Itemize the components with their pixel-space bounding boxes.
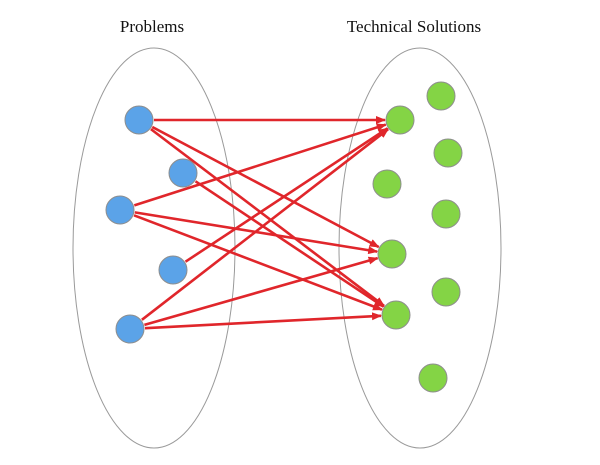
problem-node-p2 — [168, 158, 198, 188]
solution-node-s6 — [381, 300, 411, 330]
problem-node-p1 — [124, 105, 154, 135]
solution-node-s5 — [372, 169, 402, 199]
edge-p2-to-s6 — [194, 180, 385, 308]
problem-node-p4 — [158, 255, 188, 285]
technical-solutions-label: Technical Solutions — [347, 17, 481, 36]
problem-node-p5 — [115, 314, 145, 344]
edge-p4-to-s1 — [184, 127, 389, 263]
edge-p3-to-s6 — [133, 214, 383, 311]
solution-node-s1 — [385, 105, 415, 135]
edge-p1-to-s6 — [150, 128, 385, 307]
solution-node-s4 — [377, 239, 407, 269]
solution-node-s2 — [426, 81, 456, 111]
solution-node-s9 — [418, 363, 448, 393]
edge-p5-to-s6 — [144, 312, 382, 330]
problems-label: Problems — [120, 17, 184, 36]
edges-layer — [133, 116, 389, 330]
edge-p5-to-s1 — [141, 128, 389, 321]
solution-node-s8 — [431, 277, 461, 307]
nodes-layer — [105, 81, 463, 393]
solution-node-s3 — [433, 138, 463, 168]
edge-p3-to-s1 — [133, 123, 387, 207]
edge-p5-to-s4 — [144, 256, 379, 327]
solution-node-s7 — [431, 199, 461, 229]
problem-node-p3 — [105, 195, 135, 225]
edge-p1-to-s4 — [151, 125, 380, 249]
solutions-boundary — [338, 47, 502, 449]
problems-boundary — [72, 47, 236, 449]
